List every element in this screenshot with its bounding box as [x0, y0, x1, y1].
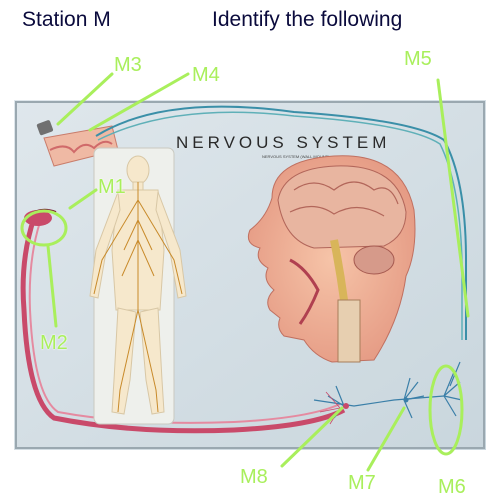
human-figure — [89, 147, 187, 425]
label-m7: M7 — [348, 472, 376, 494]
poster-subtitle: NERVOUS SYSTEM (WALL MOUNT) — [262, 154, 330, 159]
label-m8: M8 — [240, 466, 268, 488]
brain — [277, 165, 407, 249]
cerebellum — [353, 245, 395, 275]
instruction-heading: Identify the following — [212, 8, 403, 31]
muscle-fiber — [24, 210, 52, 226]
station-title: Station M — [22, 8, 111, 31]
head-cross-section — [247, 155, 416, 363]
motor-nerve-fiber — [20, 217, 346, 434]
label-m6: M6 — [438, 476, 466, 498]
spinal-nerves — [93, 182, 183, 413]
label-m2: M2 — [40, 332, 68, 354]
poster-title: NERVOUS SYSTEM — [176, 133, 390, 152]
spinal-column — [337, 299, 361, 363]
nervous-system-poster: NERVOUS SYSTEM NERVOUS SYSTEM (WALL MOUN… — [14, 100, 486, 450]
label-m4: M4 — [192, 64, 220, 86]
label-m5: M5 — [404, 48, 432, 70]
label-m1: M1 — [98, 176, 126, 198]
label-m3: M3 — [114, 54, 142, 76]
receptor-tip — [36, 120, 54, 136]
